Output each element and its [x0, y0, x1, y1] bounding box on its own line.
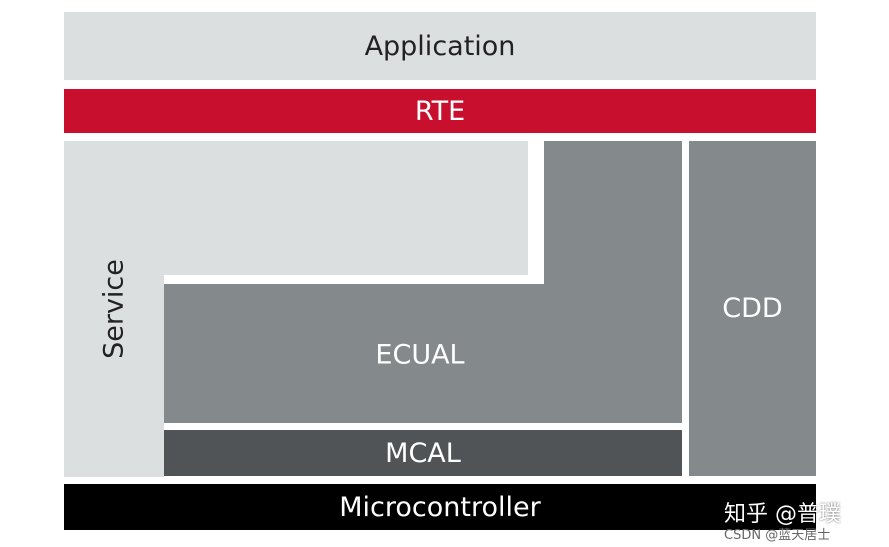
- mcal-layer: MCAL: [164, 430, 682, 476]
- service-layer: [64, 141, 528, 477]
- application-layer: Application: [64, 12, 816, 80]
- microcontroller-layer: Microcontroller: [64, 484, 816, 530]
- service-shape-path: [64, 141, 528, 477]
- rte-layer: RTE: [64, 89, 816, 133]
- watermark-csdn: CSDN @蓝天居士: [724, 528, 831, 543]
- watermark-zhihu: 知乎 @普璞: [724, 502, 841, 527]
- application-label: Application: [364, 30, 516, 62]
- cdd-label: CDD: [722, 293, 783, 324]
- mcal-label: MCAL: [385, 437, 461, 469]
- ecual-label: ECUAL: [375, 339, 465, 371]
- service-label: Service: [98, 259, 130, 359]
- rte-label: RTE: [414, 95, 466, 127]
- cdd-layer: CDD: [689, 141, 816, 476]
- ecual-layer: [164, 141, 682, 423]
- microcontroller-label: Microcontroller: [339, 491, 541, 523]
- ecual-shape-path: [164, 141, 682, 423]
